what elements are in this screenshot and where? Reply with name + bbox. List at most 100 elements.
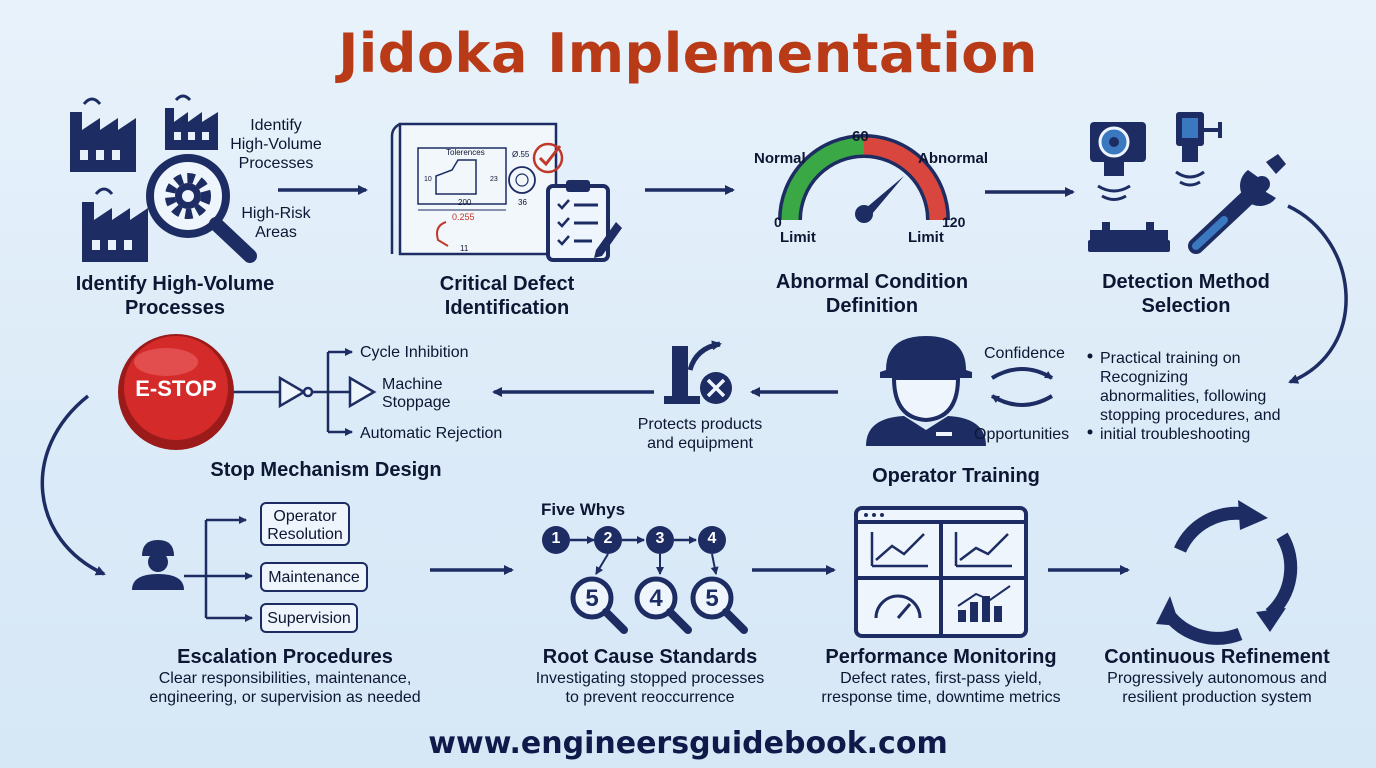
why-step-4: 4 — [707, 530, 717, 547]
output-stoppage: Stoppage — [382, 394, 451, 411]
why-step-3: 3 — [655, 530, 665, 547]
clipboard-checklist-icon — [546, 180, 622, 262]
step-title-stop: Stop Mechanism Design — [210, 459, 442, 481]
title-line: Definition — [825, 295, 919, 317]
escalation-box-operator: Operator Resolution — [260, 502, 350, 546]
drawing-dim-200: 200 — [458, 198, 472, 207]
lens-number: 5 — [705, 585, 719, 612]
drawing-side-10: 10 — [424, 176, 432, 183]
step-title-abnormal: Abnormal Condition Definition — [752, 270, 992, 318]
gauge-normal-label: Normal — [754, 150, 806, 167]
drawing-dim-36: 36 — [518, 198, 527, 207]
opportunities-label: Opportunities — [974, 426, 1070, 443]
five-whys-label: Five Whys — [541, 500, 626, 519]
escalation-tree — [184, 516, 253, 622]
desc-line: Investigating stopped processes — [535, 670, 765, 687]
escalation-box-maintenance: Maintenance — [260, 562, 368, 592]
output-automatic-rejection: Automatic Rejection — [360, 425, 503, 442]
confidence-label: Confidence — [984, 345, 1065, 362]
blueprint-icon — [390, 122, 558, 256]
output-cycle-inhibition: Cycle Inhibition — [360, 344, 469, 361]
step-title-identify: Identify High-Volume Processes — [60, 272, 290, 320]
bullet-line: Practical training on — [1100, 350, 1241, 367]
title-line: Identification — [444, 297, 570, 319]
dashboard-icon — [854, 506, 1028, 638]
desc-line: engineering, or supervision as needed — [149, 689, 421, 706]
desc-line: resilient production system — [1122, 689, 1312, 706]
operator-icon — [866, 336, 986, 446]
root-cause-description: Investigating stopped processes to preve… — [500, 669, 800, 707]
gauge-abnormal-label: Abnormal — [918, 150, 989, 167]
desc-line: Progressively autonomous and — [1107, 670, 1327, 687]
drawing-dim-red: 0.255 — [452, 212, 475, 222]
page-title: Jidoka Implementation — [338, 22, 1038, 85]
lens-number: 5 — [585, 585, 599, 612]
stop-logic-diagram — [234, 348, 377, 436]
factory-icon — [70, 94, 218, 262]
title-line: Identify High-Volume — [75, 273, 275, 295]
protect-reject-icon — [664, 340, 732, 404]
why-step-1: 1 — [551, 530, 561, 547]
drawing-side-11: 11 — [460, 244, 469, 253]
cycle-arrows-icon — [990, 367, 1054, 407]
label-line: Identify — [250, 117, 302, 134]
wrench-icon — [1188, 154, 1286, 254]
flow-arrow — [40, 394, 106, 576]
gauge-high-value: 120 — [942, 214, 966, 230]
output-machine: Machine — [382, 376, 443, 393]
bullet-line: Recognizing — [1100, 369, 1189, 386]
title-line: Detection Method — [1102, 271, 1270, 293]
escalation-box-supervision: Supervision — [260, 603, 358, 633]
label-line: Areas — [255, 224, 297, 241]
drawing-diameter-label: Ø.55 — [512, 150, 530, 159]
step-title-performance: Performance Monitoring — [825, 646, 1057, 668]
checkmark-icon — [532, 142, 564, 174]
drawing-side-23: 23 — [490, 176, 498, 183]
bullet-line: stopping procedures, and — [1100, 407, 1281, 424]
step-title-critical: Critical Defect Identification — [392, 272, 622, 320]
label-high-risk: High-Risk Areas — [236, 204, 316, 242]
lens-number: 4 — [649, 585, 663, 612]
title-line: Critical Defect — [439, 273, 575, 295]
escalation-person-icon — [132, 540, 184, 590]
proximity-sensor-icon — [1175, 112, 1222, 187]
bullet-line: initial troubleshooting — [1100, 426, 1251, 443]
bullet-line: abnormalities, following — [1100, 388, 1267, 405]
desc-line: to prevent reoccurrence — [565, 689, 735, 706]
continuous-description: Progressively autonomous and resilient p… — [1090, 669, 1344, 707]
gauge-top-value: 60 — [852, 128, 869, 145]
bullet-dot — [1087, 353, 1093, 359]
protect-label: Protects products and equipment — [620, 415, 780, 453]
step-title-escalation: Escalation Procedures — [177, 646, 393, 668]
flow-arrow — [1287, 204, 1348, 384]
step-title-training: Operator Training — [872, 465, 1040, 487]
estop-label: E-STOP — [135, 376, 217, 401]
gauge-high-limit: Limit — [908, 229, 944, 246]
box-line: Operator — [273, 508, 337, 525]
label-line: and equipment — [647, 435, 753, 452]
drawing-tolerances-label: Tolerences — [446, 148, 485, 157]
desc-line: rresponse time, downtime metrics — [821, 689, 1061, 706]
title-line: Selection — [1141, 295, 1231, 317]
fixture-icon — [1088, 222, 1170, 252]
magnifier-gear-icon — [146, 154, 257, 263]
refresh-cycle-arrowheads — [1156, 500, 1286, 632]
title-line: Abnormal Condition — [775, 271, 969, 293]
label-line: High-Volume — [230, 136, 322, 153]
training-bullets: Practical training on Recognizing abnorm… — [1100, 349, 1310, 444]
desc-line: Clear responsibilities, maintenance, — [158, 670, 412, 687]
escalation-description: Clear responsibilities, maintenance, eng… — [120, 669, 450, 707]
step-title-continuous: Continuous Refinement — [1104, 646, 1330, 668]
five-whys-chain — [542, 526, 726, 575]
label-line: High-Risk — [241, 205, 311, 222]
performance-description: Defect rates, first-pass yield, rrespons… — [806, 669, 1076, 707]
footer-url: www.engineersguidebook.com — [428, 726, 948, 761]
gauge-icon — [778, 134, 950, 223]
box-line: Resolution — [267, 526, 343, 543]
gauge-low-value: 0 — [774, 214, 782, 230]
camera-sensor-icon — [1090, 122, 1146, 201]
label-identify: Identify High-Volume Processes — [226, 116, 326, 173]
step-title-detection: Detection Method Selection — [1076, 270, 1296, 318]
gauge-low-limit: Limit — [780, 229, 816, 246]
label-line: Processes — [238, 155, 314, 172]
